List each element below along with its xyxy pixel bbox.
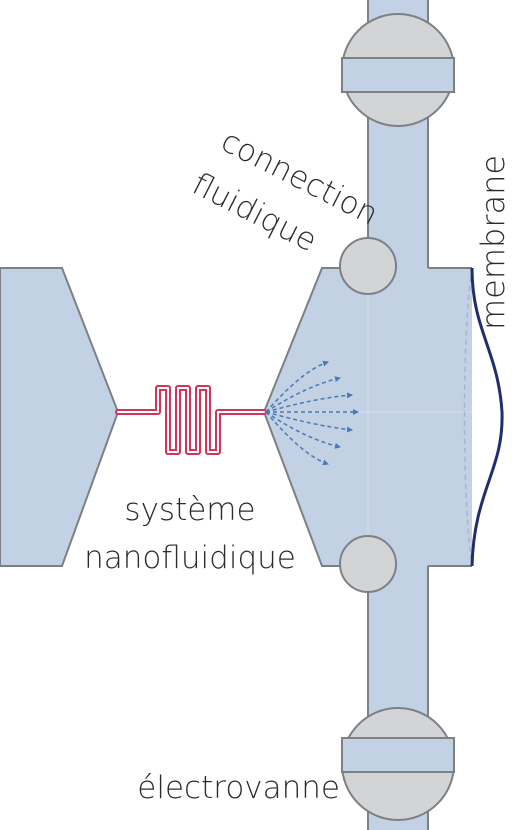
membrane-rest xyxy=(463,267,473,567)
label-membrane: membrane xyxy=(474,155,512,330)
label-systeme-line1: système xyxy=(124,492,255,528)
valve-top xyxy=(341,13,455,127)
label-systeme-line2: nanofluidique xyxy=(84,540,296,576)
nanofluidic-channel xyxy=(115,385,267,455)
membrane-line xyxy=(470,267,504,567)
connection-port-top xyxy=(339,237,397,295)
left-reservoir xyxy=(0,267,120,567)
flow-arrows xyxy=(265,360,359,466)
connection-port-bottom xyxy=(339,535,397,593)
label-electrovanne: électrovanne xyxy=(137,770,340,806)
valve-bottom xyxy=(341,707,455,821)
